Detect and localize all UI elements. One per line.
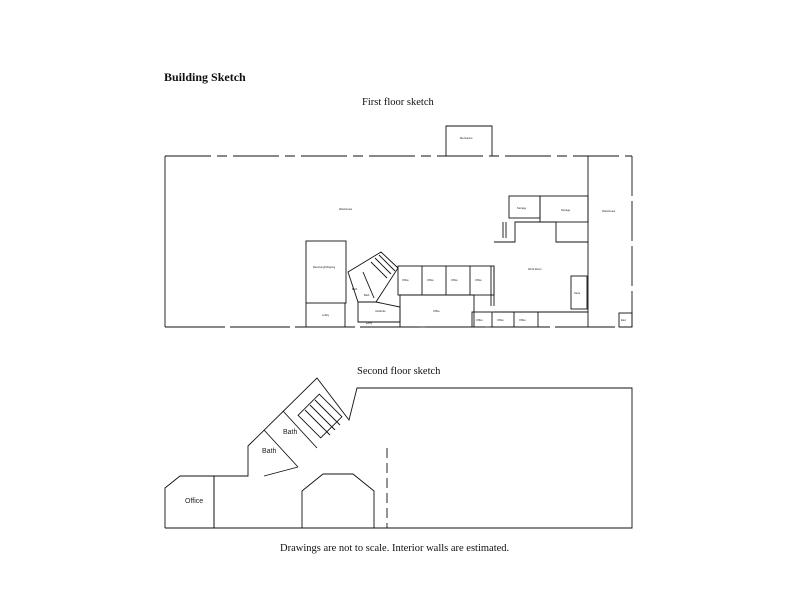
storage-b-outline [539, 195, 589, 223]
stair-wing [347, 251, 399, 303]
work-room-outline [494, 221, 588, 243]
stair-step-1 [370, 261, 388, 279]
elec-outline [618, 312, 633, 328]
label-lobby: Lobby [322, 313, 330, 317]
label-office-2: Office [427, 278, 434, 282]
label-office-7: Office [497, 318, 504, 322]
bath-divider-2 [282, 410, 318, 449]
label-office-4: Office [475, 278, 482, 282]
label-office-6: Office [476, 318, 483, 322]
label-second-bath-lower: Bath [262, 448, 277, 455]
receiving-room-outline [305, 240, 347, 304]
label-vestibule: Vestibule [375, 309, 386, 313]
label-second-office: Office [185, 498, 203, 505]
label-office-3: Office [451, 278, 458, 282]
stair-line-1 [304, 409, 331, 436]
label-office-5: Office [433, 309, 440, 313]
store-outline [570, 275, 588, 310]
label-office-8: Office [519, 318, 526, 322]
stair-step-2 [374, 257, 392, 275]
label-store: Store [574, 291, 581, 295]
bath-divider-3 [263, 466, 299, 477]
inner-room-outline [301, 473, 375, 528]
label-warehouse-main: Warehouse [339, 207, 353, 211]
bath-divider-1 [263, 429, 299, 468]
label-bath-1: Bath [352, 287, 358, 291]
label-entry: Entry [366, 321, 373, 325]
second-floor-outline [164, 377, 633, 529]
mezzanine-outline [445, 125, 493, 156]
second-floor-title: Second floor sketch [357, 366, 441, 377]
stair-line-2 [309, 404, 336, 431]
stair-box [297, 393, 343, 439]
stair-step-3 [378, 254, 396, 272]
page-heading: Building Sketch [164, 70, 246, 84]
label-elec: Elec [621, 318, 627, 322]
bottom-office-row [471, 311, 539, 328]
label-receiving: Receiving/Shipping [313, 265, 336, 269]
label-storage-b: Storage [561, 208, 571, 212]
second-floor-plan [164, 377, 633, 529]
label-mezzanine: Mezzanine [460, 136, 473, 140]
stair-line-3 [314, 399, 341, 426]
first-floor-plan [164, 125, 633, 328]
label-work-room: Work Room [528, 267, 542, 271]
label-storage-a: Storage [517, 206, 527, 210]
label-second-bath-upper: Bath [283, 429, 298, 436]
footer-note: Drawings are not to scale. Interior wall… [280, 543, 510, 554]
stair-wing-line [362, 271, 375, 299]
label-office-1: Office [402, 278, 409, 282]
label-bath-2: Bath [364, 293, 370, 297]
first-floor-title: First floor sketch [362, 97, 434, 108]
label-warehouse-right: Warehouse [602, 209, 616, 213]
